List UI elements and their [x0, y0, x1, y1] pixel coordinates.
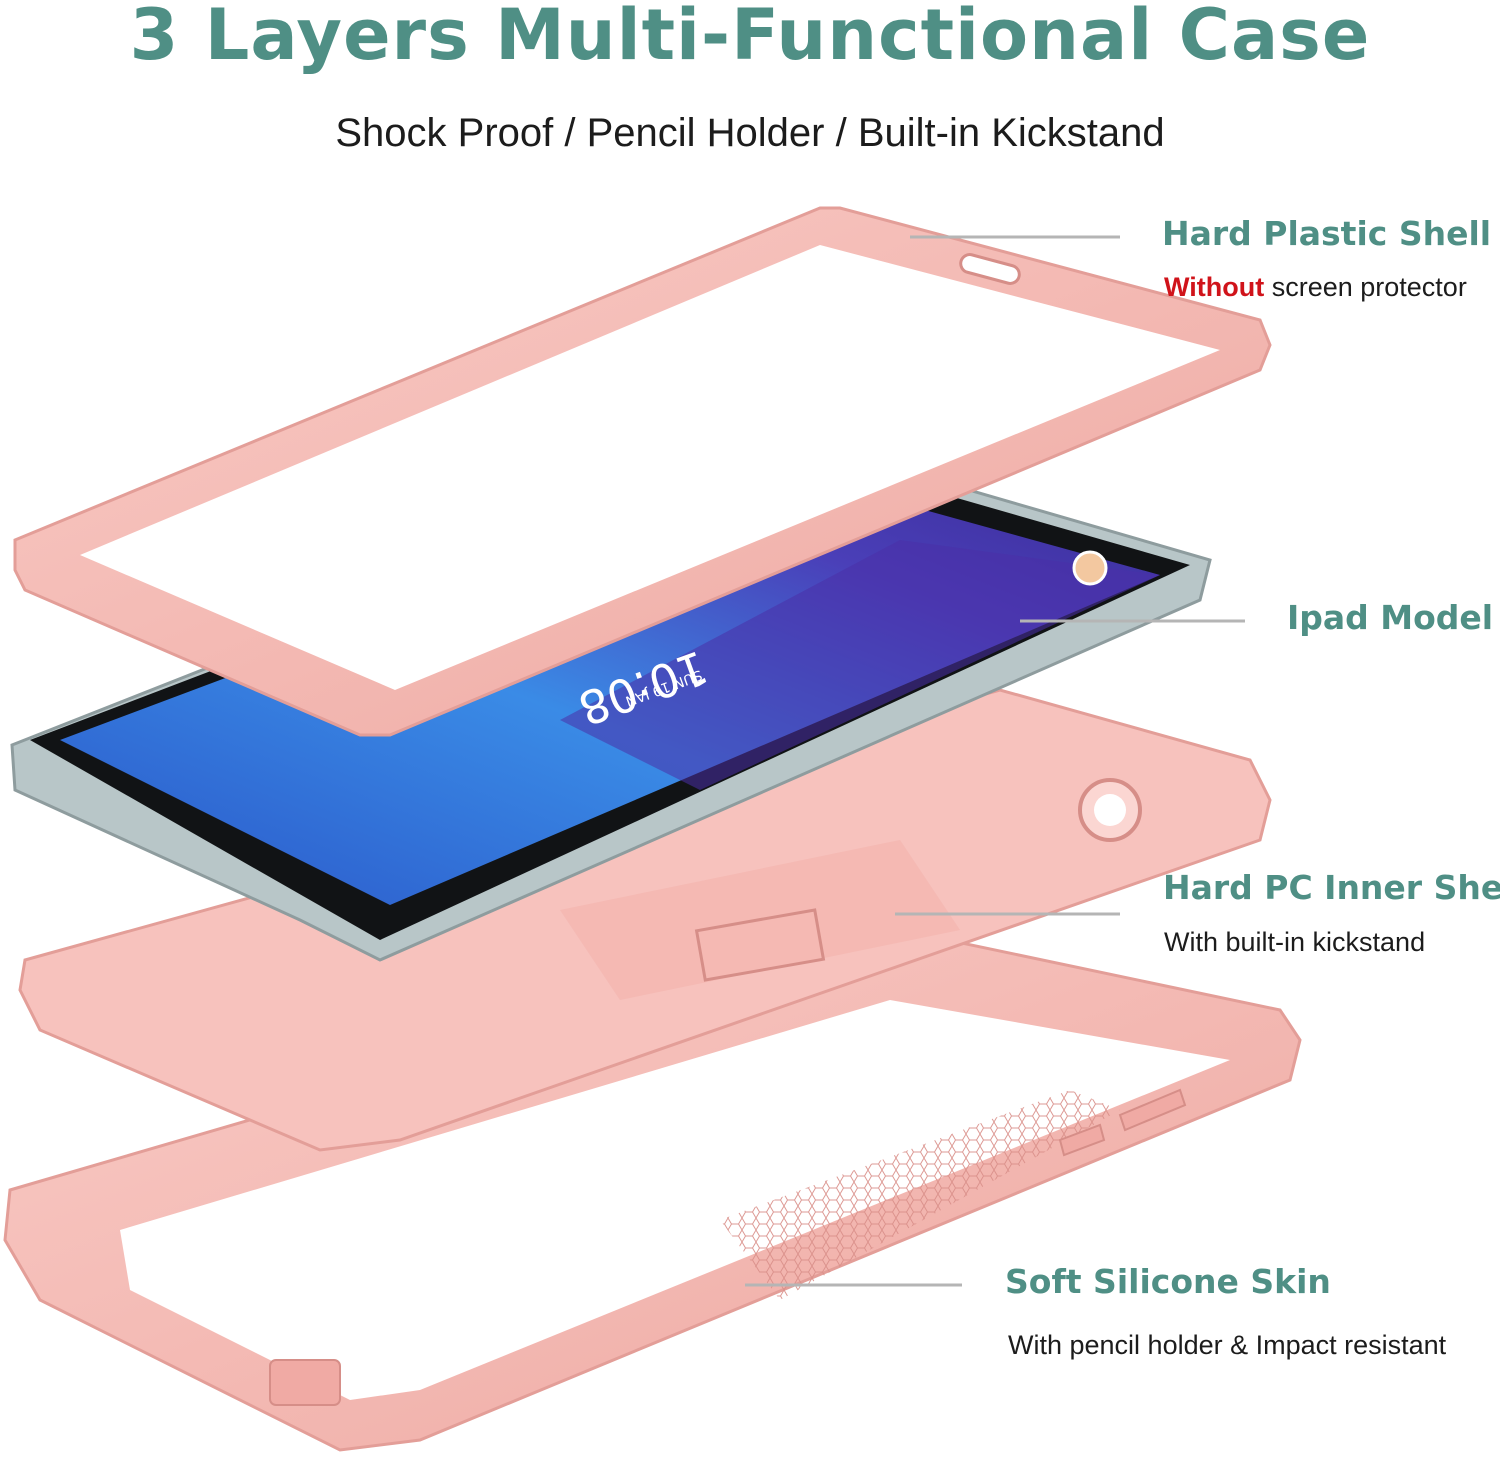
callout-ipad-model-title: Ipad Model	[1287, 598, 1494, 637]
callout-hard-plastic-title: Hard Plastic Shell	[1162, 214, 1492, 253]
callout-hard-plastic-sub: Without screen protector	[1164, 270, 1467, 304]
silicone-skin-layer	[3, 928, 1302, 1452]
page-title: 3 Layers Multi-Functional Case	[129, 0, 1371, 76]
callout-hard-pc-title: Hard PC Inner Shell	[1163, 868, 1500, 907]
page-subtitle: Shock Proof / Pencil Holder / Built-in K…	[335, 111, 1165, 155]
callout-silicone-title: Soft Silicone Skin	[1005, 1262, 1331, 1301]
callout-hard-pc-sub: With built-in kickstand	[1164, 927, 1426, 957]
highlight-without: Without	[1164, 272, 1265, 302]
tablet-layer: 10:08 SUN 19 JAN	[10, 436, 1212, 962]
callout-silicone-sub: With pencil holder & Impact resistant	[1008, 1330, 1447, 1360]
callout-hard-plastic-sub-rest: screen protector	[1264, 272, 1467, 302]
pc-inner-shell-layer	[18, 688, 1272, 1152]
hard-plastic-shell-layer	[13, 206, 1272, 737]
